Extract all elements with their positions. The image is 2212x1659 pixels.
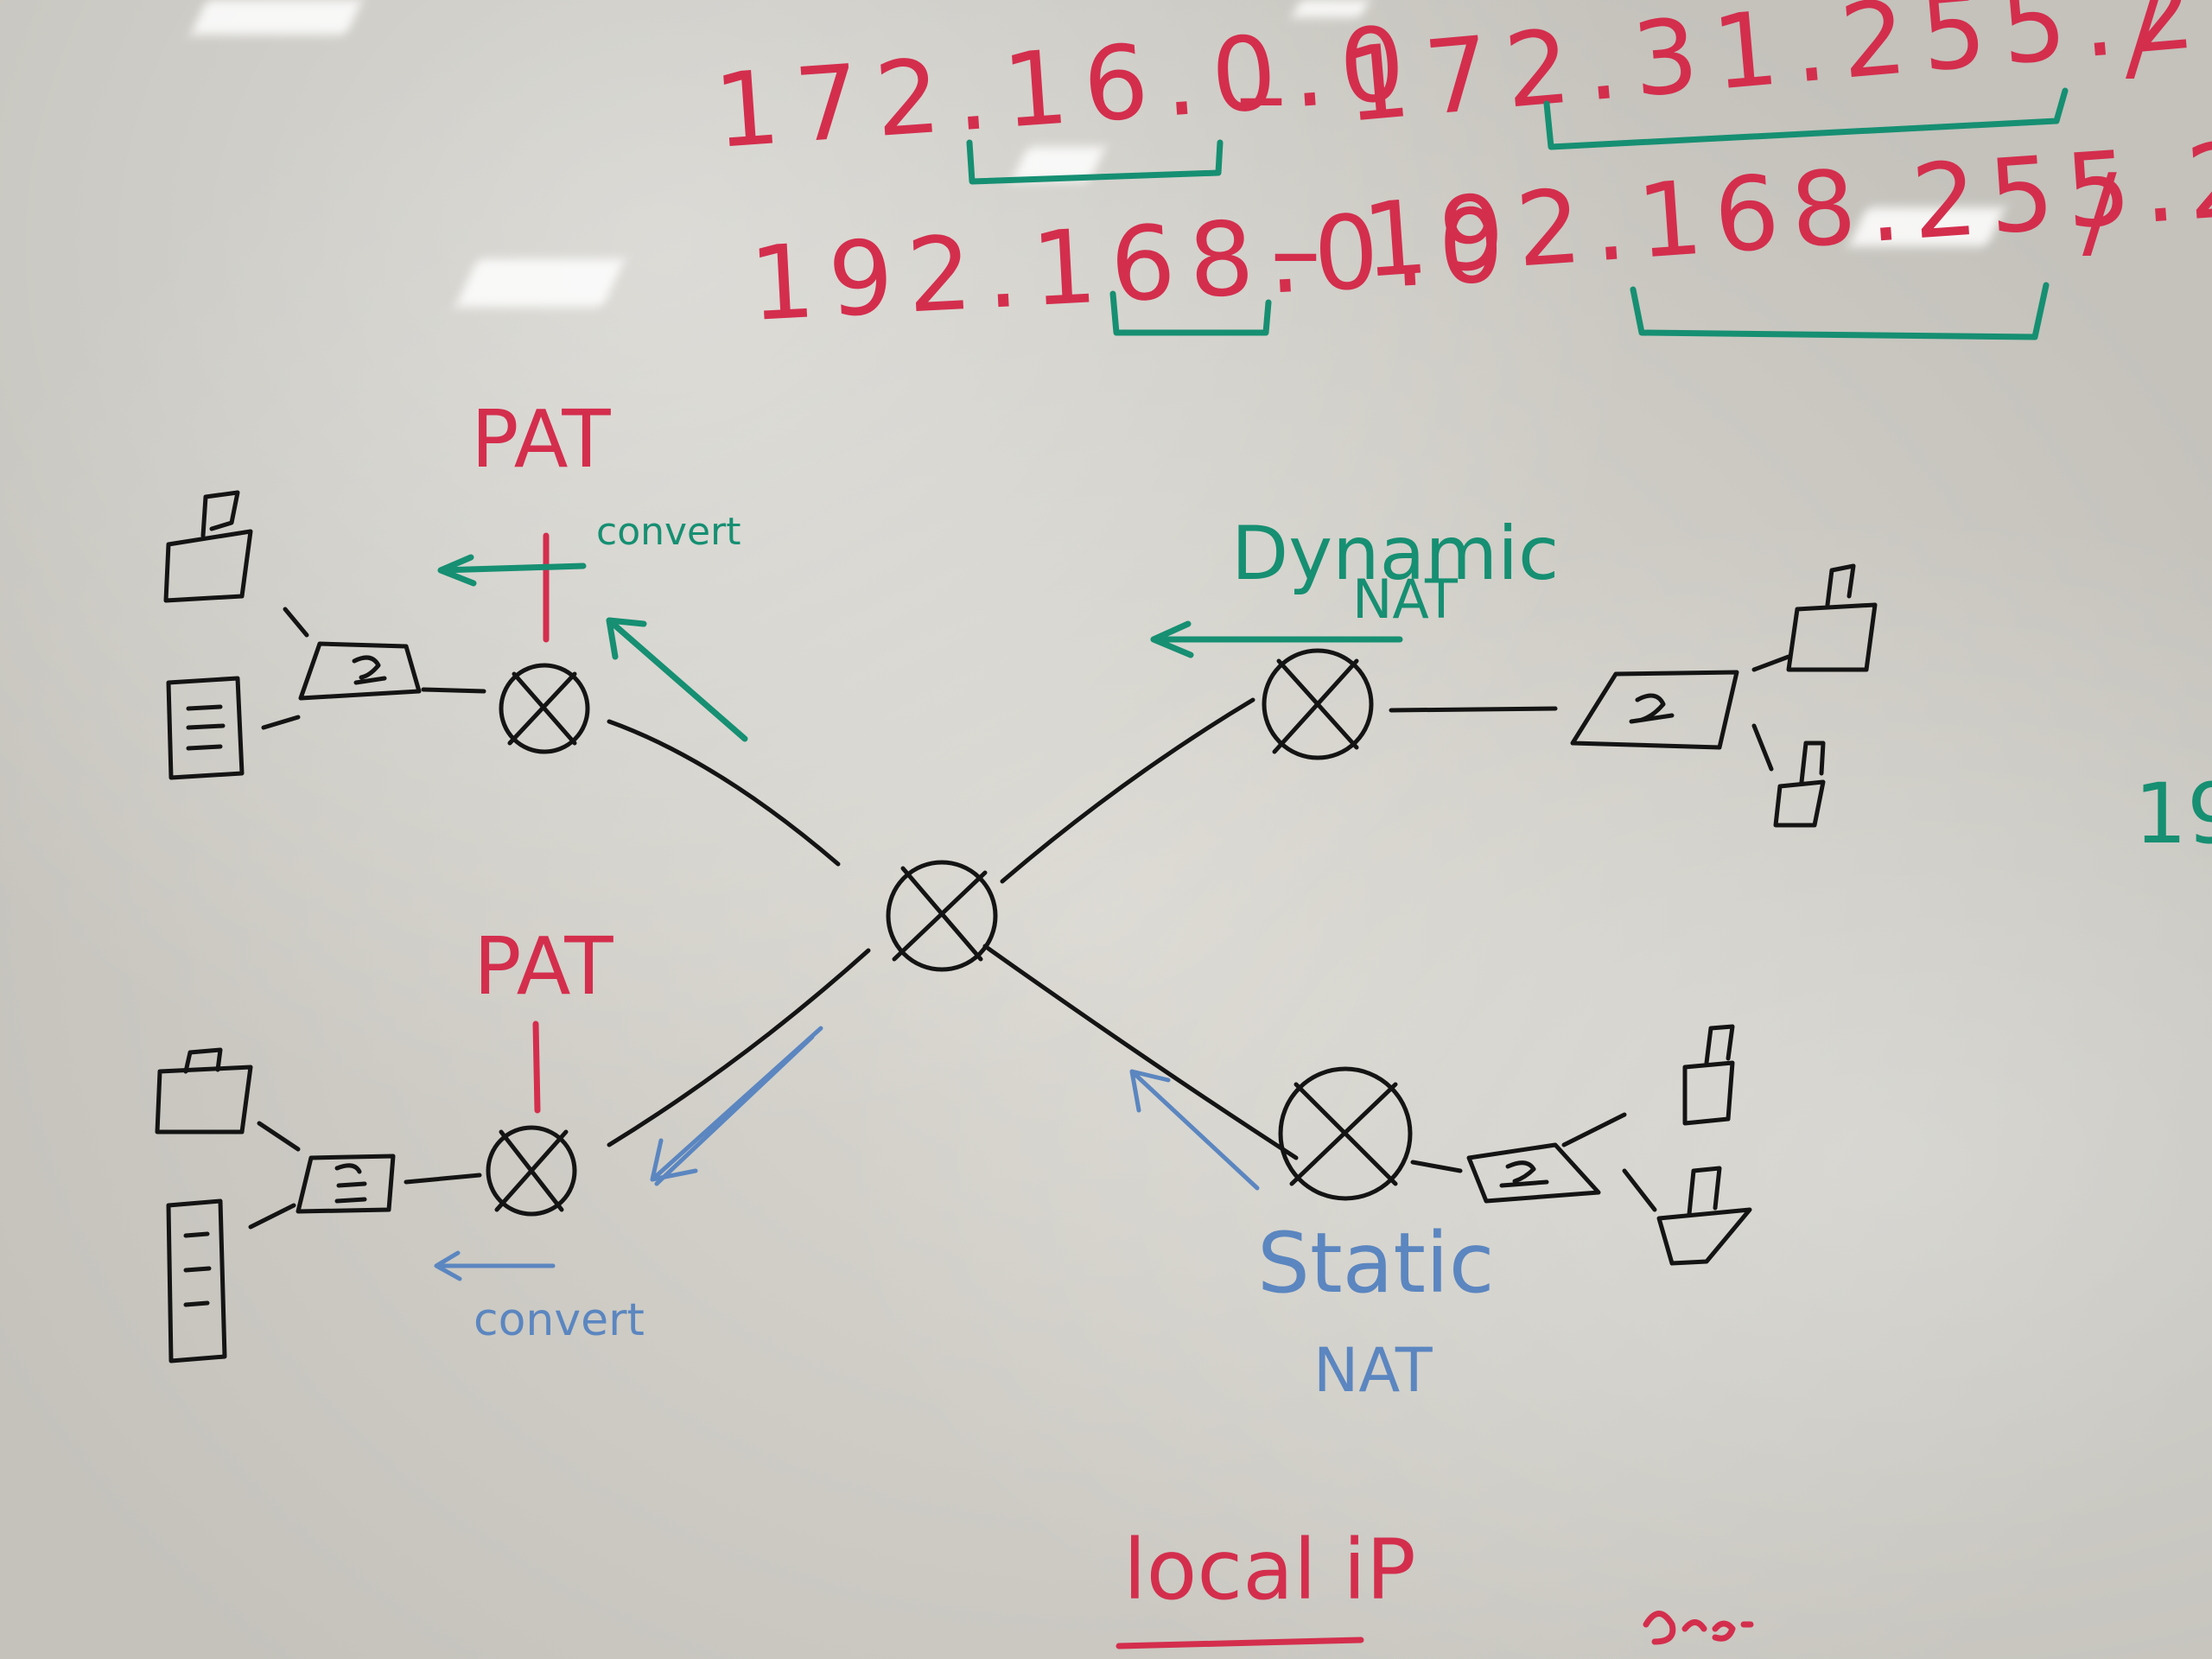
hosts-bottom-right xyxy=(1656,1024,1752,1266)
label-local-ip: local iP xyxy=(1123,1522,1416,1618)
label-static-nat: NAT xyxy=(1313,1335,1433,1406)
range-brackets xyxy=(966,87,2069,340)
ip-range-1-end: 172.31.255.255 xyxy=(1339,0,2212,145)
switch-bottom-left xyxy=(296,1154,396,1214)
router-center xyxy=(886,860,998,972)
network-links xyxy=(248,607,1791,1230)
router-bottom-left xyxy=(486,1125,577,1217)
hosts-top-right xyxy=(1773,563,1878,828)
ip-range-1-suffix: / xyxy=(2126,0,2160,93)
label-static: Static xyxy=(1257,1215,1495,1312)
ip-range-2-sep: – xyxy=(1270,190,1321,309)
label-pat-bottom: PAT xyxy=(474,920,613,1013)
hosts-top-left xyxy=(163,490,253,780)
router-bottom-right xyxy=(1278,1066,1413,1201)
switch-top-left xyxy=(298,641,422,701)
ip-range-1-sep: – xyxy=(1236,35,1287,154)
ip-range-1-start: 172.16.0.0 xyxy=(710,3,1424,171)
label-convert-bottom: convert xyxy=(474,1294,645,1346)
switch-top-right xyxy=(1570,670,1739,750)
label-convert-top: convert xyxy=(596,510,741,554)
switch-bottom-right xyxy=(1466,1142,1601,1204)
router-top-right xyxy=(1262,648,1374,760)
hosts-bottom-left xyxy=(155,1047,253,1363)
ip-range-2-suffix: / xyxy=(2082,151,2117,270)
label-dynamic-nat: NAT xyxy=(1352,568,1459,631)
router-top-left xyxy=(499,663,590,754)
label-pat-top: PAT xyxy=(471,393,611,486)
label-edge-fragment: 19 xyxy=(2134,766,2212,862)
label-dynamic: Dynamic xyxy=(1231,511,1559,597)
